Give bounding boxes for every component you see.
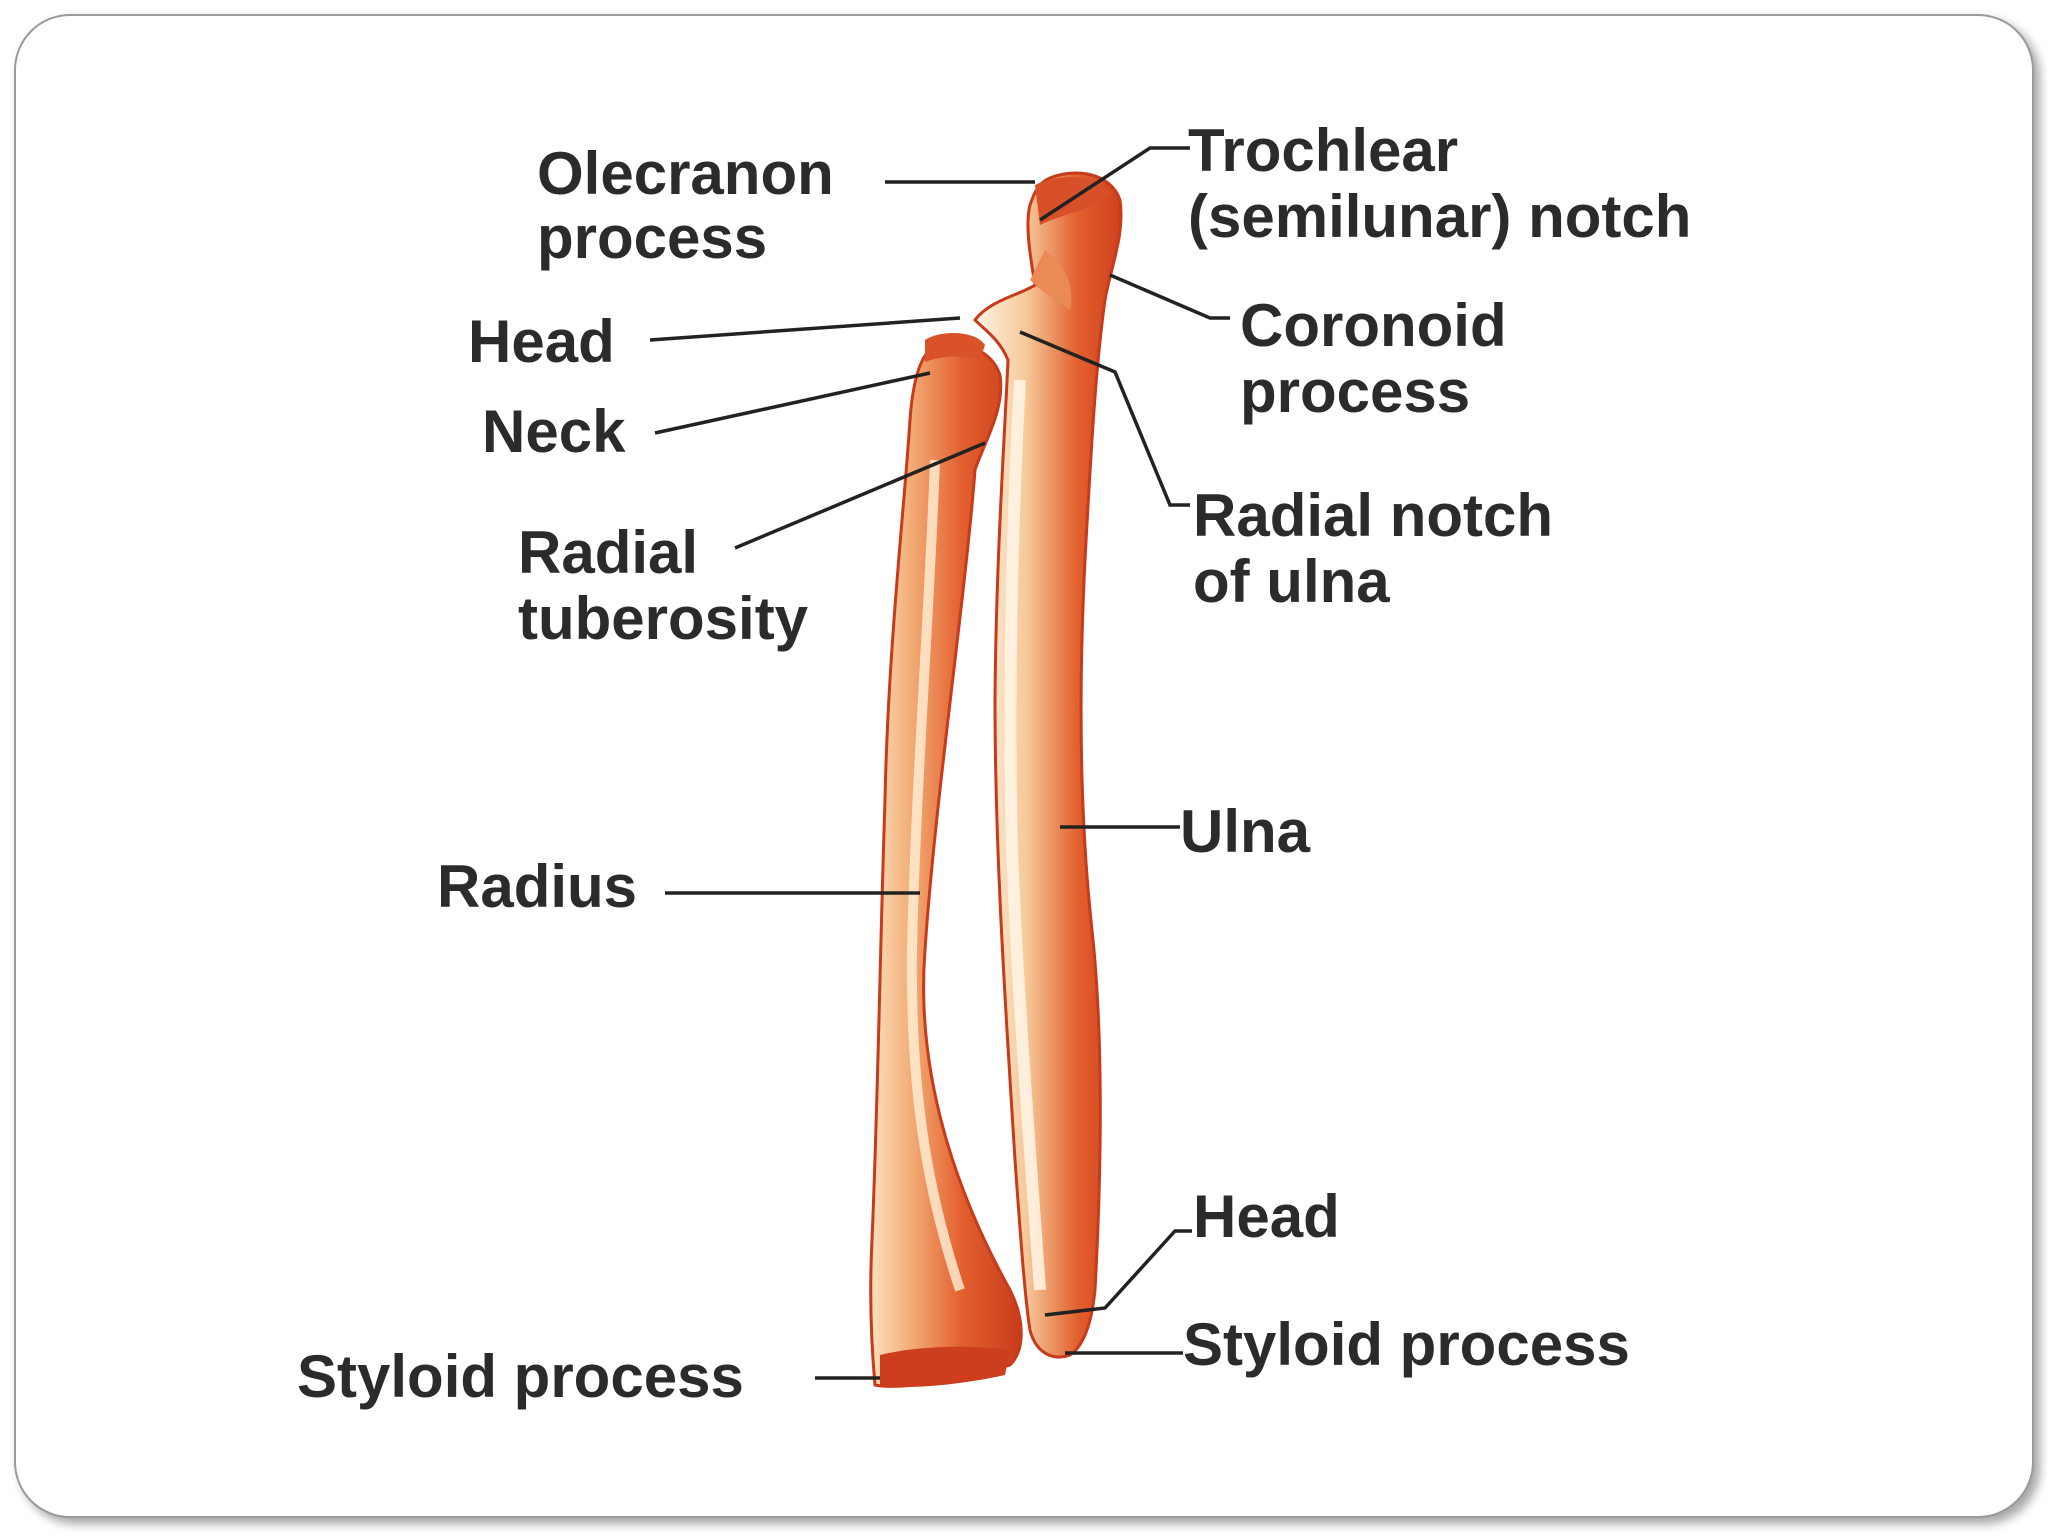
label-neck: Neck: [482, 398, 626, 465]
label-styloid-process-radius: Styloid process: [297, 1343, 744, 1410]
leader-lines: [649, 146, 1230, 1380]
label-styloid-process-ulna: Styloid process: [1183, 1311, 1630, 1378]
labels: Olecranon process Trochlear (semilunar) …: [297, 117, 1691, 1410]
ulna-bone: [973, 171, 1123, 1359]
label-coronoid-process: Coronoid process: [1240, 292, 1523, 425]
label-ulna: Ulna: [1180, 798, 1311, 865]
label-radius: Radius: [437, 853, 637, 920]
radius-bone: [869, 333, 1023, 1388]
label-head-radius: Head: [468, 308, 615, 375]
label-radial-tuberosity: Radial tuberosity: [518, 519, 809, 652]
label-trochlear-notch: Trochlear (semilunar) notch: [1188, 117, 1691, 250]
label-head-ulna: Head: [1193, 1183, 1340, 1250]
label-radial-notch: Radial notch of ulna: [1193, 482, 1570, 615]
label-olecranon-process: Olecranon process: [537, 140, 850, 271]
